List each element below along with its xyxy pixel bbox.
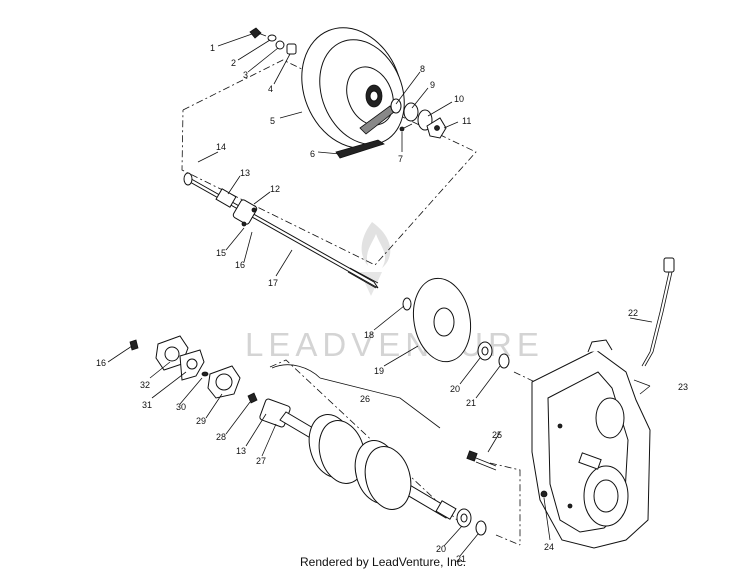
callout-32: 32 — [140, 380, 150, 390]
jackshaft — [183, 151, 379, 289]
callout-21b: 21 — [456, 554, 466, 564]
drive-sheave — [301, 27, 405, 149]
callout-3: 3 — [243, 70, 248, 80]
callout-28: 28 — [216, 432, 226, 442]
callout-13b: 13 — [236, 446, 246, 456]
bolt — [466, 450, 497, 471]
sprocket-left — [308, 414, 366, 484]
callout-23: 23 — [678, 382, 688, 392]
dashed-outlines — [181, 59, 536, 546]
upper-bearing — [477, 341, 510, 369]
callout-12: 12 — [270, 184, 280, 194]
watermark-text: LEADVENTURE — [245, 326, 544, 363]
callout-13: 13 — [240, 168, 250, 178]
callout-7: 7 — [398, 154, 403, 164]
sprocket-right — [354, 440, 412, 510]
right-hardware — [390, 98, 447, 139]
callout-2: 2 — [231, 58, 236, 68]
callout-9: 9 — [430, 80, 435, 90]
callout-18: 18 — [364, 330, 374, 340]
callout-29: 29 — [196, 416, 206, 426]
drive-chain — [335, 105, 395, 159]
callout-17: 17 — [268, 278, 278, 288]
brake-disc — [402, 277, 472, 363]
upper-fasteners — [249, 27, 297, 55]
leader-lines — [107, 33, 653, 557]
callout-6: 6 — [310, 149, 315, 159]
callout-31: 31 — [142, 400, 152, 410]
lower-bearing-parts — [129, 335, 258, 404]
callout-19: 19 — [374, 366, 384, 376]
assembly-bracket — [271, 364, 441, 429]
watermark: LEADVENTURE — [245, 222, 544, 363]
callout-27: 27 — [256, 456, 266, 466]
callout-11: 11 — [462, 116, 471, 126]
callout-24: 24 — [544, 542, 554, 552]
drive-shaft-assembly — [259, 398, 457, 520]
callout-8: 8 — [420, 64, 425, 74]
footer-credit: Rendered by LeadVenture, Inc. — [300, 555, 466, 569]
callout-15: 15 — [216, 248, 226, 258]
lower-bearing — [456, 508, 487, 536]
callout-labels: 1 2 3 4 5 6 7 8 9 10 11 12 13 14 15 16 1… — [96, 43, 688, 564]
callout-30: 30 — [176, 402, 186, 412]
callout-16: 16 — [235, 260, 245, 270]
callout-14: 14 — [216, 142, 226, 152]
callout-21: 21 — [466, 398, 476, 408]
callout-1: 1 — [210, 43, 215, 53]
callout-10: 10 — [454, 94, 464, 104]
callout-5: 5 — [270, 116, 275, 126]
callout-20b: 20 — [436, 544, 446, 554]
callout-16b: 16 — [96, 358, 106, 368]
callout-26: 26 — [360, 394, 370, 404]
speedo-cable — [641, 257, 675, 367]
callout-22: 22 — [628, 308, 638, 318]
callout-4: 4 — [268, 84, 273, 94]
callout-20: 20 — [450, 384, 460, 394]
chaincase — [531, 339, 651, 549]
callout-25: 25 — [492, 430, 502, 440]
